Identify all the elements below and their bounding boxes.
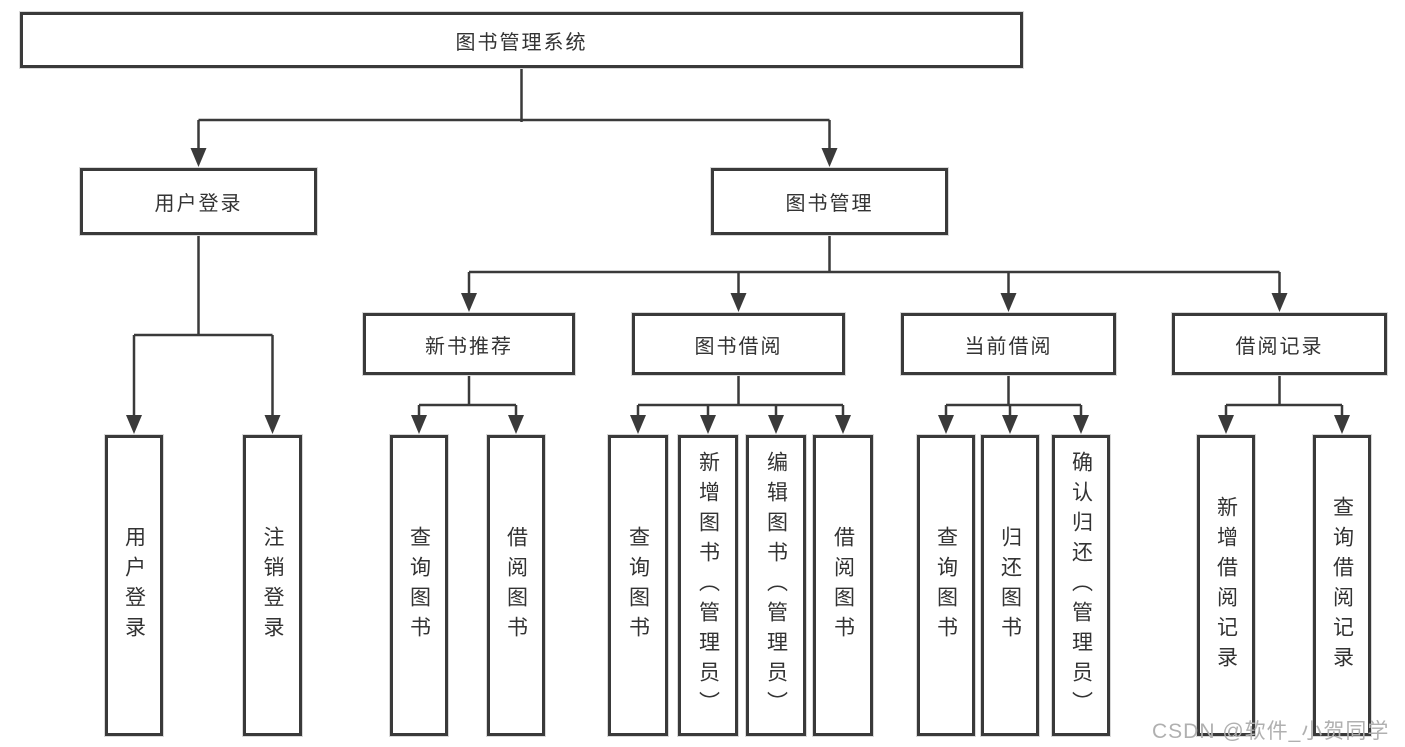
leaf-confirm-return-admin-label: 确认归还（管理员） bbox=[1069, 450, 1093, 721]
leaf-borrow-books: 借阅图书 bbox=[813, 435, 873, 736]
leaf-edit-book-admin-label: 编辑图书（管理员） bbox=[764, 450, 788, 721]
leaf-logout: 注销登录 bbox=[243, 435, 302, 736]
node-root: 图书管理系统 bbox=[20, 12, 1023, 68]
leaf-return-book-label: 归还图书 bbox=[998, 525, 1022, 646]
leaf-add-book-admin: 新增图书（管理员） bbox=[678, 435, 738, 736]
leaf-add-borrow-record-label: 新增借阅记录 bbox=[1214, 495, 1238, 676]
leaf-add-borrow-record: 新增借阅记录 bbox=[1197, 435, 1255, 736]
node-book-management: 图书管理 bbox=[711, 168, 948, 235]
node-new-book-recommend: 新书推荐 bbox=[363, 313, 575, 375]
node-borrow-records: 借阅记录 bbox=[1172, 313, 1387, 375]
node-current-borrow: 当前借阅 bbox=[901, 313, 1116, 375]
leaf-borrow-books-label: 借阅图书 bbox=[831, 525, 855, 646]
node-borrow-records-label: 借阅记录 bbox=[1235, 335, 1324, 358]
node-root-label: 图书管理系统 bbox=[455, 31, 588, 54]
leaf-user-login-label: 用户登录 bbox=[122, 525, 146, 646]
leaf-borrow-books-recommend: 借阅图书 bbox=[487, 435, 545, 736]
leaf-query-books-current: 查询图书 bbox=[917, 435, 975, 736]
leaf-query-books-borrow: 查询图书 bbox=[608, 435, 668, 736]
node-user-login-label: 用户登录 bbox=[154, 193, 243, 215]
leaf-return-book: 归还图书 bbox=[981, 435, 1039, 736]
leaf-edit-book-admin: 编辑图书（管理员） bbox=[746, 435, 806, 736]
leaf-user-login: 用户登录 bbox=[105, 435, 163, 736]
node-new-book-recommend-label: 新书推荐 bbox=[425, 335, 513, 358]
leaf-query-books-recommend: 查询图书 bbox=[390, 435, 448, 736]
csdn-watermark: CSDN @软件_小贺同学 bbox=[1152, 720, 1390, 743]
leaf-logout-label: 注销登录 bbox=[261, 525, 284, 646]
node-book-borrow: 图书借阅 bbox=[632, 313, 845, 375]
node-book-borrow-label: 图书借阅 bbox=[694, 335, 783, 358]
leaf-query-borrow-record: 查询借阅记录 bbox=[1313, 435, 1371, 736]
node-book-management-label: 图书管理 bbox=[785, 193, 874, 215]
arrowheads bbox=[126, 148, 1350, 434]
leaf-query-books-current-label: 查询图书 bbox=[934, 525, 958, 646]
leaf-borrow-books-recommend-label: 借阅图书 bbox=[504, 525, 528, 646]
leaf-confirm-return-admin: 确认归还（管理员） bbox=[1052, 435, 1110, 736]
leaf-query-books-borrow-label: 查询图书 bbox=[626, 525, 650, 646]
leaf-query-borrow-record-label: 查询借阅记录 bbox=[1330, 495, 1354, 676]
node-user-login: 用户登录 bbox=[80, 168, 317, 235]
leaf-query-books-recommend-label: 查询图书 bbox=[407, 525, 431, 646]
leaf-add-book-admin-label: 新增图书（管理员） bbox=[696, 450, 720, 721]
node-current-borrow-label: 当前借阅 bbox=[964, 335, 1053, 358]
